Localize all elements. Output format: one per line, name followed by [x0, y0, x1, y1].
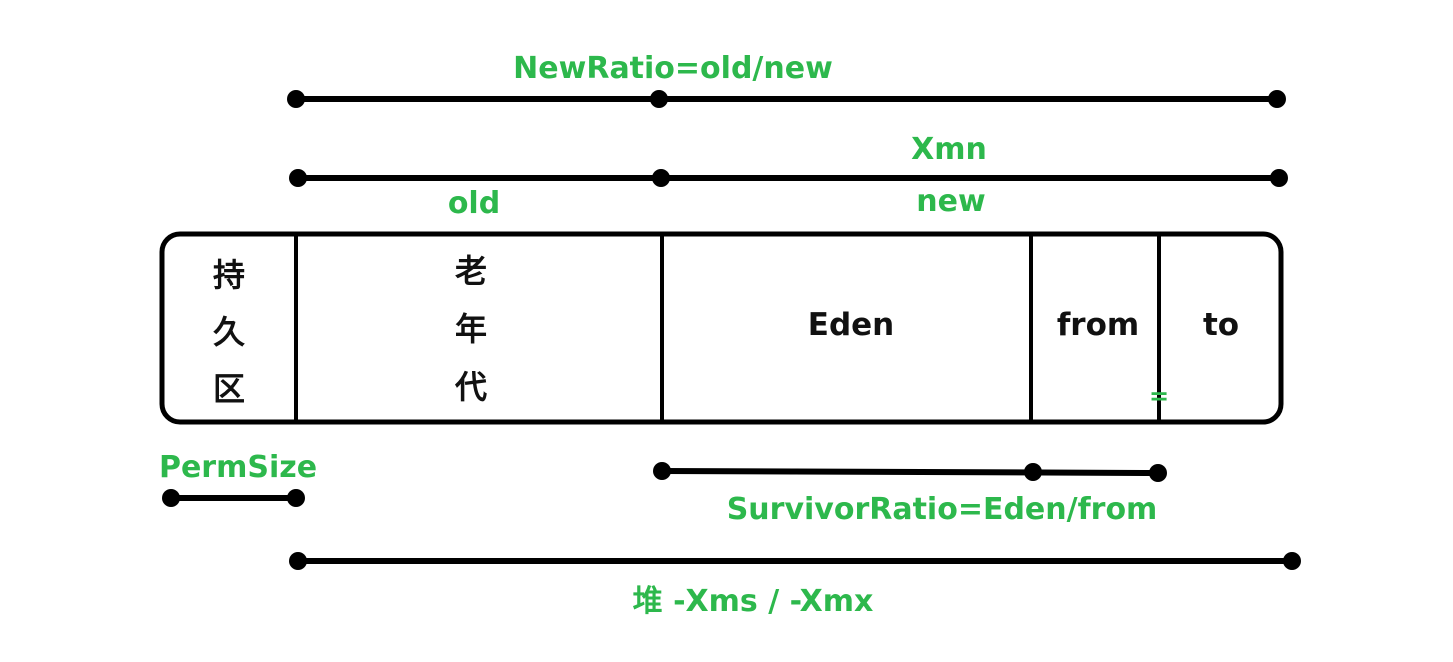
- generation-bracket: Xmn old new: [289, 132, 1288, 221]
- perm-size-start-dot: [162, 489, 180, 507]
- from-label: from: [1057, 307, 1139, 343]
- heap-bracket: 堆 -Xms / -Xmx: [289, 552, 1301, 619]
- old-gen-char-1: 老: [455, 252, 487, 290]
- old-start-dot: [289, 169, 307, 187]
- old-gen-char-3: 代: [454, 368, 487, 406]
- heap-start-dot: [289, 552, 307, 570]
- xmn-label: Xmn: [911, 132, 987, 167]
- old-label: old: [448, 186, 500, 221]
- heap-end-dot: [1283, 552, 1301, 570]
- perm-char-2: 久: [213, 313, 245, 351]
- new-ratio-bracket: NewRatio=old/new: [287, 51, 1286, 108]
- survivor-ratio-line: [659, 468, 1161, 476]
- perm-size-end-dot: [287, 489, 305, 507]
- old-gen-char-2: 年: [455, 310, 487, 348]
- equals-mark: =: [1149, 382, 1169, 410]
- new-label: new: [916, 184, 985, 219]
- old-new-boundary-dot: [652, 169, 670, 187]
- new-ratio-middle-dot: [650, 90, 668, 108]
- perm-region: 持 久 区: [213, 256, 245, 408]
- survivor-ratio-start-dot: [653, 462, 671, 480]
- survivor-ratio-end-dot: [1149, 464, 1167, 482]
- perm-size-label: PermSize: [159, 450, 317, 485]
- perm-size-bracket: PermSize: [159, 450, 317, 507]
- old-generation-region: 老 年 代: [454, 252, 487, 406]
- new-ratio-start-dot: [287, 90, 305, 108]
- perm-char-3: 区: [213, 370, 245, 408]
- survivor-ratio-middle-dot: [1024, 463, 1042, 481]
- new-ratio-end-dot: [1268, 90, 1286, 108]
- memory-frame: [159, 231, 1284, 425]
- new-ratio-label: NewRatio=old/new: [513, 51, 833, 86]
- new-end-dot: [1270, 169, 1288, 187]
- survivor-ratio-label: SurvivorRatio=Eden/from: [727, 492, 1158, 527]
- perm-char-1: 持: [213, 256, 245, 294]
- heap-label: 堆 -Xms / -Xmx: [633, 584, 874, 619]
- eden-label: Eden: [808, 307, 894, 343]
- to-label: to: [1203, 307, 1239, 343]
- survivor-ratio-bracket: SurvivorRatio=Eden/from: [653, 462, 1167, 527]
- memory-layout: 持 久 区 老 年 代 Eden from to =: [159, 231, 1284, 425]
